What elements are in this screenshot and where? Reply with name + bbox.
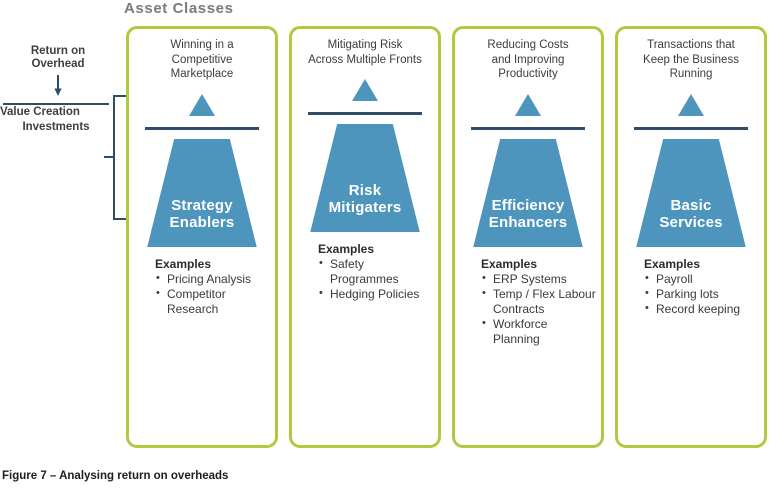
up-triangle-icon-wrap xyxy=(292,71,438,101)
trapezoid-shape-wrap: Basic Services xyxy=(618,138,764,247)
page-title: Asset Classes xyxy=(124,0,234,17)
examples-block: Examples Payroll Parking lots Record kee… xyxy=(644,257,764,317)
column-divider xyxy=(634,126,748,130)
trapezoid-icon xyxy=(147,138,257,247)
trapezoid-icon xyxy=(636,138,746,247)
trapezoid-label-line-2: Mitigaters xyxy=(328,199,402,216)
list-item: Record keeping xyxy=(644,301,760,317)
examples-title: Examples xyxy=(644,256,701,271)
column-divider xyxy=(145,126,259,130)
ratio-denominator: Value Creation xyxy=(0,106,112,119)
examples-list: Pricing Analysis Competitor Research xyxy=(155,271,275,317)
column-heading-line-3: Running xyxy=(669,68,713,80)
trapezoid-label-line-2: Services xyxy=(659,213,723,231)
examples-block: Examples Pricing Analysis Competitor Res… xyxy=(155,257,275,317)
list-item: Workforce Planning xyxy=(481,316,597,347)
trapezoid-label-line-1: Risk xyxy=(348,182,382,199)
examples-list: ERP Systems Temp / Flex Labour Contracts… xyxy=(481,271,601,347)
list-item: Parking lots xyxy=(644,286,760,302)
trapezoid-label-line-1: Strategy xyxy=(171,196,233,214)
up-triangle-icon-wrap xyxy=(618,86,764,116)
trapezoid-label: Risk Mitigaters xyxy=(292,182,438,216)
list-item: Payroll xyxy=(644,271,760,287)
list-item: Pricing Analysis xyxy=(155,271,271,287)
column-heading-line-2: and Improving xyxy=(491,53,565,66)
list-item: Hedging Policies xyxy=(318,286,434,302)
column-heading-line-1: Transactions that xyxy=(647,39,735,51)
trapezoid-label-line-2: Enhancers xyxy=(488,213,568,231)
list-item: ERP Systems xyxy=(481,271,597,287)
trapezoid-label: Strategy Enablers xyxy=(129,197,275,231)
trapezoid-label-line-1: Efficiency xyxy=(491,196,565,214)
column-divider xyxy=(308,112,422,115)
asset-class-column-efficiency-enhancers[interactable]: Reducing Costs and Improving Productivit… xyxy=(452,26,604,448)
asset-class-column-strategy-enablers[interactable]: Winning in a Competitive Marketplace Str… xyxy=(126,26,278,448)
column-heading-line-1: Winning in a xyxy=(170,39,234,51)
figure-caption: Figure 7 – Analysing return on overheads xyxy=(2,470,229,482)
trapezoid-label-line-1: Basic xyxy=(670,196,712,214)
up-triangle-icon xyxy=(515,93,541,116)
column-heading-line-1: Reducing Costs xyxy=(487,39,569,51)
column-heading: Winning in a Competitive Marketplace xyxy=(135,38,269,82)
examples-block: Examples ERP Systems Temp / Flex Labour … xyxy=(481,257,601,347)
trapezoid-icon xyxy=(473,138,583,247)
asset-class-column-risk-mitigaters[interactable]: Mitigating Risk Across Multiple Fronts R… xyxy=(289,26,441,448)
trapezoid-label: Basic Services xyxy=(618,197,764,231)
list-item: Temp / Flex Labour Contracts xyxy=(481,286,597,317)
up-triangle-icon xyxy=(189,93,215,116)
up-triangle-icon xyxy=(678,93,704,116)
up-triangle-icon xyxy=(352,79,378,101)
ratio-denominator-line-2: Investments xyxy=(22,121,90,133)
trapezoid-label: Efficiency Enhancers xyxy=(455,197,601,231)
examples-title: Examples xyxy=(155,256,212,271)
examples-title: Examples xyxy=(481,256,538,271)
column-heading-line-3: Productivity xyxy=(498,68,558,80)
trapezoid-shape-wrap: Risk Mitigaters xyxy=(292,124,438,232)
list-item: Competitor Research xyxy=(155,286,271,317)
examples-title: Examples xyxy=(318,242,375,256)
column-heading-line-2: Competitive xyxy=(171,53,233,66)
column-heading: Transactions that Keep the Business Runn… xyxy=(624,38,758,82)
ratio-numerator: Return on Overhead xyxy=(2,45,114,73)
return-on-overhead-ratio: Return on Overhead xyxy=(2,45,114,98)
column-heading-line-2: Across Multiple Fronts xyxy=(308,53,422,66)
ratio-denominator-line-2-wrap: Investments xyxy=(0,121,112,134)
ratio-numerator-line-1: Return on xyxy=(30,45,86,57)
ratio-denominator-line-1: Value Creation xyxy=(0,106,80,118)
examples-list: Safety Programmes Hedging Policies xyxy=(318,256,438,302)
column-divider xyxy=(471,126,585,130)
trapezoid-shape-wrap: Strategy Enablers xyxy=(129,138,275,247)
column-heading-line-1: Mitigating Risk xyxy=(327,39,403,51)
up-triangle-icon-wrap xyxy=(129,86,275,116)
trapezoid-shape-wrap: Efficiency Enhancers xyxy=(455,138,601,247)
ratio-numerator-line-2: Overhead xyxy=(31,58,85,70)
column-heading-line-2: Keep the Business xyxy=(643,53,739,66)
ratio-fraction-bar xyxy=(3,103,109,105)
down-arrow-icon xyxy=(54,75,62,96)
column-heading-line-3: Marketplace xyxy=(170,68,234,80)
asset-class-column-basic-services[interactable]: Transactions that Keep the Business Runn… xyxy=(615,26,767,448)
column-heading: Mitigating Risk Across Multiple Fronts xyxy=(298,38,432,67)
examples-block: Examples Safety Programmes Hedging Polic… xyxy=(318,242,438,302)
trapezoid-icon xyxy=(310,124,420,232)
trapezoid-label-line-2: Enablers xyxy=(169,213,235,231)
examples-list: Payroll Parking lots Record keeping xyxy=(644,271,764,317)
list-item: Safety Programmes xyxy=(318,256,434,287)
column-heading: Reducing Costs and Improving Productivit… xyxy=(461,38,595,82)
up-triangle-icon-wrap xyxy=(455,86,601,116)
